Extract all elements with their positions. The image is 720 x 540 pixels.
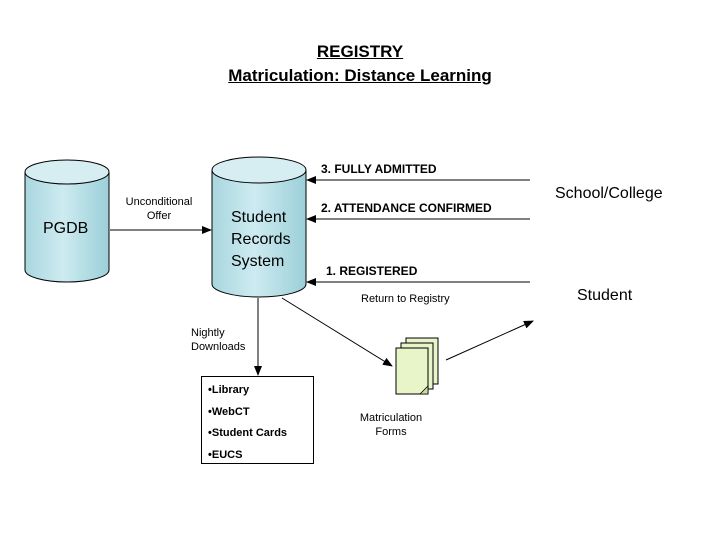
attendance-label: 2. ATTENDANCE CONFIRMED (321, 201, 492, 215)
service-item-webct: •WebCT (208, 405, 250, 418)
matriculation-forms-icon (395, 337, 439, 395)
pgdb-label: PGDB (43, 220, 89, 237)
nightly-downloads-line2: Downloads (191, 341, 246, 353)
srs-label: Student Records System (231, 207, 291, 273)
service-item-eucs: •EUCS (208, 448, 243, 461)
srs-label-line3: System (231, 253, 285, 270)
matriculation-forms-line1: Matriculation (359, 412, 423, 424)
registered-label: 1. REGISTERED (326, 264, 418, 278)
pgdb-cylinder (24, 159, 110, 283)
forms-to-student-arrow (445, 320, 534, 361)
nightly-downloads-label: Nightly Downloads (191, 326, 245, 354)
diagram-title: REGISTRY (316, 42, 404, 61)
srs-label-line2: Records (231, 231, 291, 248)
srs-label-line1: Student (231, 209, 287, 226)
diagram-subtitle: Matriculation: Distance Learning (228, 66, 492, 85)
unconditional-offer-label: Unconditional Offer (118, 195, 200, 223)
return-registry-label: Return to Registry (361, 293, 450, 305)
matriculation-forms-label: Matriculation Forms (351, 411, 431, 439)
unconditional-offer-line2: Offer (146, 210, 172, 222)
fully-admitted-label: 3. FULLY ADMITTED (321, 162, 437, 176)
unconditional-offer-line1: Unconditional (125, 196, 193, 208)
service-item-library: •Library (208, 384, 250, 396)
nightly-downloads-line1: Nightly (191, 327, 225, 339)
service-item-student-cards: •Student Cards (208, 427, 288, 439)
services-box: •Library •WebCT •Student Cards •EUCS (201, 376, 314, 464)
school-college-label: School/College (555, 185, 663, 202)
srs-to-forms-arrow (281, 297, 393, 367)
student-label: Student (577, 287, 633, 304)
matriculation-forms-line2: Forms (375, 426, 407, 438)
srs-cylinder (211, 156, 307, 298)
